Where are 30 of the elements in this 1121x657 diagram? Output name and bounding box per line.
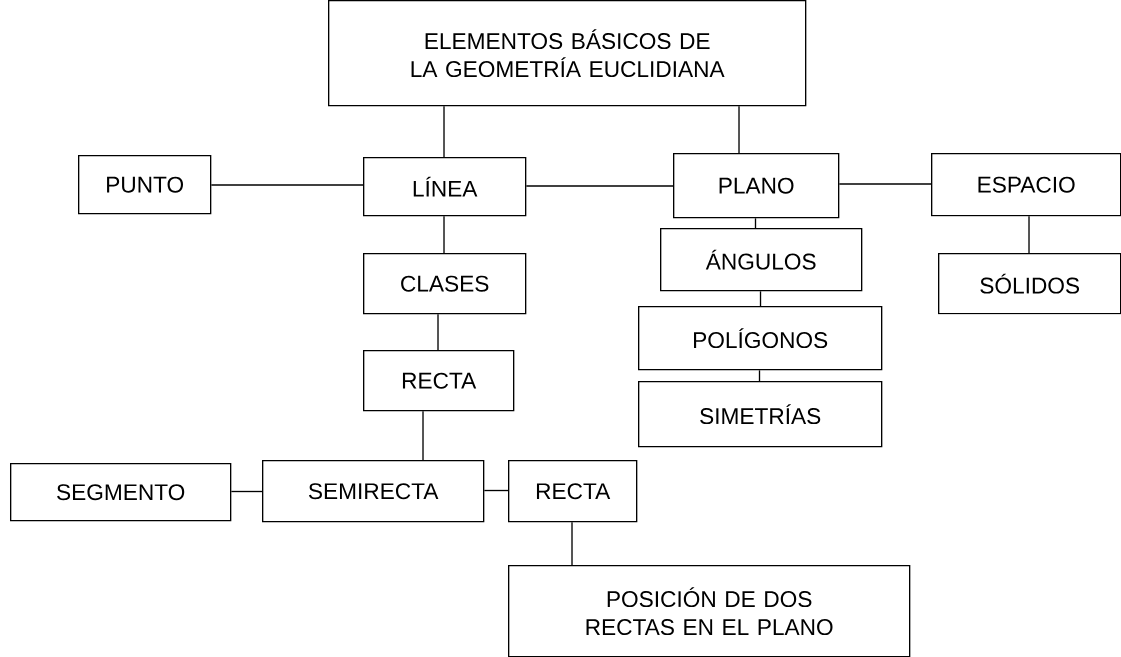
concept-box: PUNTO xyxy=(78,155,212,215)
concept-box: CLASES xyxy=(363,253,527,315)
concept-box: PLANO xyxy=(673,153,840,219)
connector-line xyxy=(437,313,439,351)
concept-box: SEGMENTO xyxy=(10,463,232,522)
concept-box: ÁNGULOS xyxy=(660,228,863,292)
concept-box: SÓLIDOS xyxy=(938,253,1121,315)
connector-line xyxy=(738,105,740,154)
connector-line xyxy=(838,183,932,185)
concept-box: POLÍGONOS xyxy=(638,306,883,371)
concept-box: SEMIRECTA xyxy=(262,460,485,523)
connector-line xyxy=(443,215,445,254)
connector-line xyxy=(525,185,674,187)
concept-box: POSICIÓN DE DOS RECTAS EN EL PLANO xyxy=(508,565,911,657)
connector-line xyxy=(759,290,762,307)
connector-line xyxy=(1028,215,1030,254)
connector-line xyxy=(758,369,761,382)
connector-line xyxy=(443,105,445,158)
connector-line xyxy=(483,489,509,492)
connector-line xyxy=(210,184,364,186)
concept-box: ELEMENTOS BÁSICOS DE LA GEOMETRÍA EUCLIDIANA xyxy=(328,0,807,107)
concept-box: LÍNEA xyxy=(363,157,527,217)
connector-line xyxy=(754,217,757,229)
concept-box: ESPACIO xyxy=(931,153,1121,217)
concept-box: RECTA xyxy=(363,350,515,412)
connector-line xyxy=(571,521,573,566)
concept-box: SIMETRÍAS xyxy=(638,381,883,448)
connector-line xyxy=(422,410,424,461)
connector-line xyxy=(230,490,263,493)
concept-box: RECTA xyxy=(508,460,638,523)
